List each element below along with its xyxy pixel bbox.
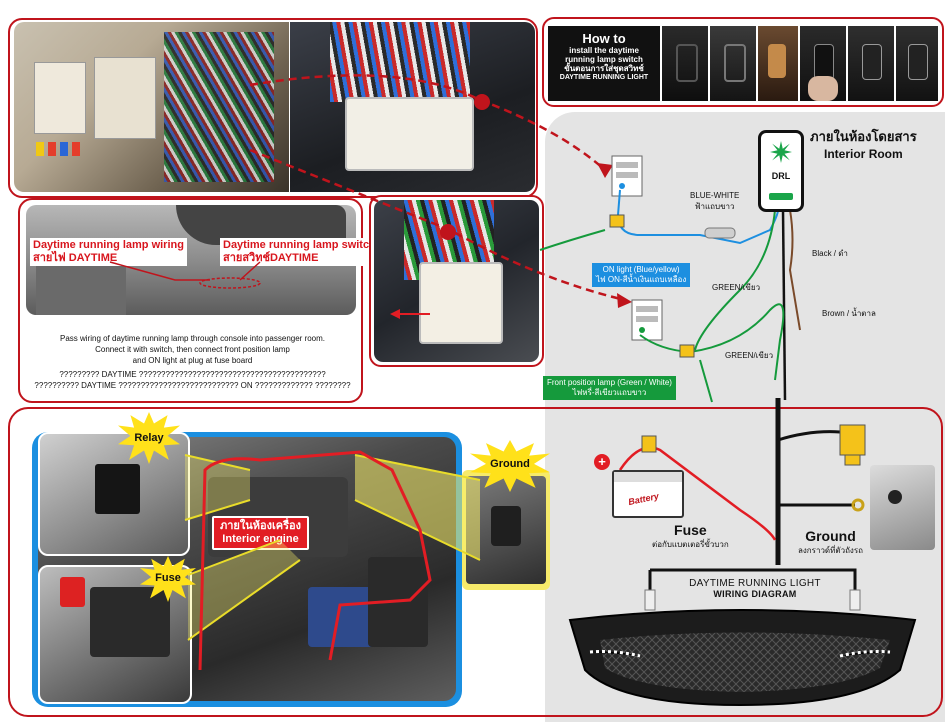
fuse-note-th: ต่อกับแบตเตอรี่ขั้วบวก [652, 540, 729, 549]
drl-switch-label: DRL [771, 171, 791, 181]
howto-step-6 [896, 26, 938, 101]
label-on-light: ON light (Blue/yellow) ไฟ ON-สีน้ำเงินแถ… [592, 263, 691, 287]
drl-star-icon [770, 141, 792, 163]
engine-wire-route [198, 450, 432, 671]
wire-green-2 [639, 303, 785, 381]
wire-green-1 [694, 209, 776, 351]
howto-step-1 [662, 26, 708, 101]
label-blue-white: BLUE-WHITE ฟ้าแถบขาว [690, 190, 739, 212]
ground-burst-label: Ground [490, 458, 530, 470]
drl-indicator [769, 193, 793, 200]
label-green-2: GREEN/เขียว [725, 351, 774, 360]
arrow-dashed-1 [249, 74, 606, 171]
fuse-box-photo [14, 22, 289, 192]
fuse-photo [38, 565, 192, 704]
drl-switch[interactable]: DRL [758, 130, 804, 212]
console-desc-1: Pass wiring of daytime running lamp thro… [59, 334, 326, 343]
interior-room-title: ภายในห้องโดยสาร Interior Room [810, 126, 917, 161]
fuse-burst-label: Fuse [155, 572, 181, 584]
battery-positive-icon: + [594, 454, 610, 470]
howto-line1: install the daytime [569, 46, 639, 55]
diagram-title-2: WIRING DIAGRAM [713, 589, 797, 599]
arrow-dashed-2 [249, 148, 626, 302]
console-wiring-th: สายไฟ DAYTIME [33, 252, 118, 264]
howto-step-3 [758, 26, 798, 101]
ground-note-th: ลงกราวด์ที่ตัวถังรถ [798, 546, 863, 555]
battery-label: Battery [627, 490, 660, 508]
engine-panel [8, 407, 943, 717]
fuse-note-title: Fuse [674, 522, 707, 538]
ground-callout [355, 455, 480, 560]
ground-note: Ground ลงกราวด์ที่ตัวถังรถ [798, 528, 863, 557]
ground-note-title: Ground [805, 528, 856, 544]
label-blue-white-en: BLUE-WHITE [690, 191, 740, 200]
howto-line4: DAYTIME RUNNING LIGHT [559, 74, 649, 81]
relay-callout [185, 455, 250, 520]
battery-icon: Battery [612, 470, 684, 518]
fuse-callout [188, 540, 300, 640]
label-front-lamp-th: ไฟหรี่-สีเขียวแถบขาว [572, 388, 647, 397]
drl-led-right [839, 650, 891, 658]
howto-line3: ขั้นตอนการใส่ชุดสวิทช์ [564, 64, 644, 73]
label-on-light-th: ไฟ ON-สีน้ำเงินแถบเหลือง [596, 275, 687, 284]
console-switch-th: สายสวิทช์DAYTIME [223, 252, 319, 264]
console-desc-2: Connect it with switch, then connect fro… [95, 345, 290, 354]
arrow-dot-1 [474, 94, 490, 110]
console-wiring-en: Daytime running lamp wiring [33, 239, 184, 251]
console-desc-q2: ?????????? DAYTIME ?????????????????????… [34, 381, 351, 390]
engine-label-th: ภายในห้องเครื่อง [220, 520, 301, 532]
howto-title: How to [582, 31, 626, 46]
arrow-dot-2 [440, 224, 456, 240]
connector-photo-top [290, 22, 535, 192]
relay-icon [839, 424, 866, 456]
interior-room-en: Interior Room [824, 147, 903, 161]
howto-line2: running lamp switch [565, 55, 643, 64]
howto-step-2 [710, 26, 756, 101]
label-black: Black / ดำ [812, 249, 848, 258]
connector-photo-middle [374, 200, 539, 362]
fuse-note: Fuse ต่อกับแบตเตอรี่ขั้วบวก [652, 522, 729, 551]
diagram-title-1: DAYTIME RUNNING LIGHT [689, 578, 821, 589]
howto-step-4 [800, 26, 846, 101]
engine-label: ภายในห้องเครื่อง Interior engine [212, 516, 309, 550]
console-switch-label: Daytime running lamp switch สายสวิทช์DAY… [220, 238, 379, 266]
diagram-title: DAYTIME RUNNING LIGHT WIRING DIAGRAM [665, 578, 845, 599]
howto-title-box: How to install the daytime running lamp … [548, 26, 660, 101]
label-brown: Brown / น้ำตาล [822, 309, 876, 318]
wire-brown [788, 209, 801, 331]
console-switch-en: Daytime running lamp switch [223, 239, 376, 251]
relay-burst-label: Relay [134, 432, 164, 444]
engine-label-en: Interior engine [222, 533, 299, 545]
label-green-1: GREEN/เขียว [712, 283, 761, 292]
label-front-lamp-en: Front position lamp (Green / White) [547, 378, 672, 387]
howto-step-5 [848, 26, 894, 101]
wire-black [781, 209, 787, 401]
interior-room-th: ภายในห้องโดยสาร [810, 129, 917, 144]
console-wiring-label: Daytime running lamp wiring สายไฟ DAYTIM… [30, 238, 187, 266]
console-description: Pass wiring of daytime running lamp thro… [30, 333, 355, 391]
label-on-light-en: ON light (Blue/yellow) [602, 265, 680, 274]
label-front-lamp: Front position lamp (Green / White) ไฟหร… [543, 376, 676, 400]
console-desc-q1: ????????? DAYTIME ??????????????????????… [59, 370, 326, 379]
console-desc-3: and ON light at plug at fuse board [132, 356, 253, 365]
ground-photo-right [870, 465, 935, 550]
label-blue-white-th: ฟ้าแถบขาว [694, 202, 735, 211]
drl-led-left [589, 650, 641, 658]
